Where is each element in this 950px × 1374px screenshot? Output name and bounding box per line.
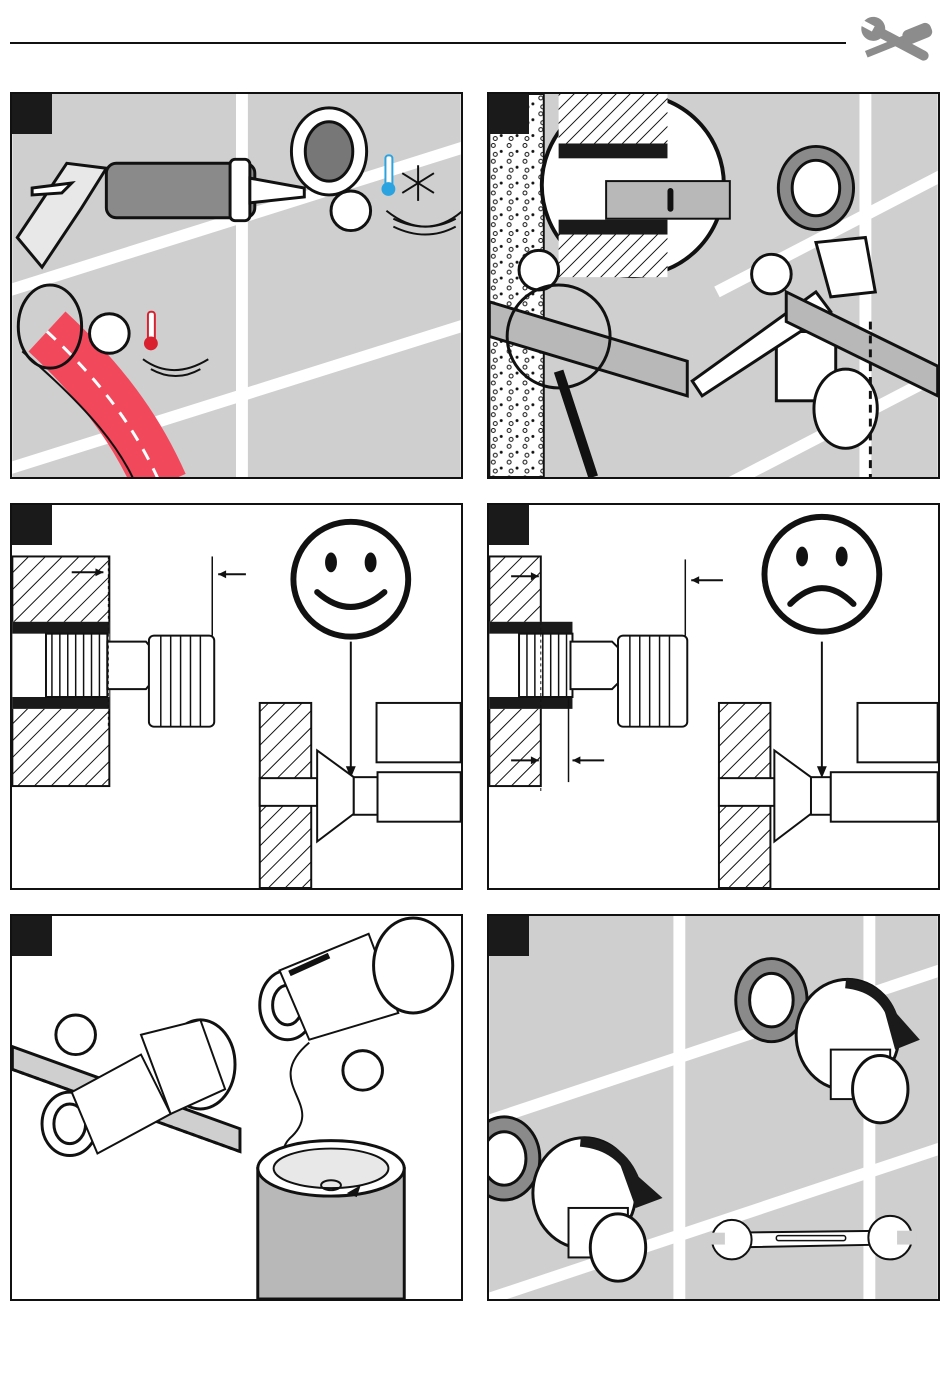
sad-face-icon <box>764 517 879 632</box>
step-badge <box>489 94 529 134</box>
step-badge <box>489 505 529 545</box>
step-6-illustration <box>489 916 938 1299</box>
step-5-panel <box>10 914 463 1301</box>
step-6-panel <box>487 914 940 1301</box>
tools-icon <box>856 10 940 74</box>
happy-face-icon <box>293 522 408 637</box>
header-rule <box>10 42 846 44</box>
step-2-illustration <box>489 94 938 477</box>
step-1-illustration <box>12 94 461 477</box>
step-2-panel <box>487 92 940 479</box>
step-badge <box>12 94 52 134</box>
step-3-panel <box>10 503 463 890</box>
step-3-illustration <box>12 505 461 888</box>
step-1-panel <box>10 92 463 479</box>
step-badge <box>12 916 52 956</box>
step-badge <box>12 505 52 545</box>
step-badge <box>489 916 529 956</box>
step-5-illustration <box>12 916 461 1299</box>
sealant-tin-icon <box>258 1141 404 1299</box>
step-4-illustration <box>489 505 938 888</box>
step-4-panel <box>487 503 940 890</box>
